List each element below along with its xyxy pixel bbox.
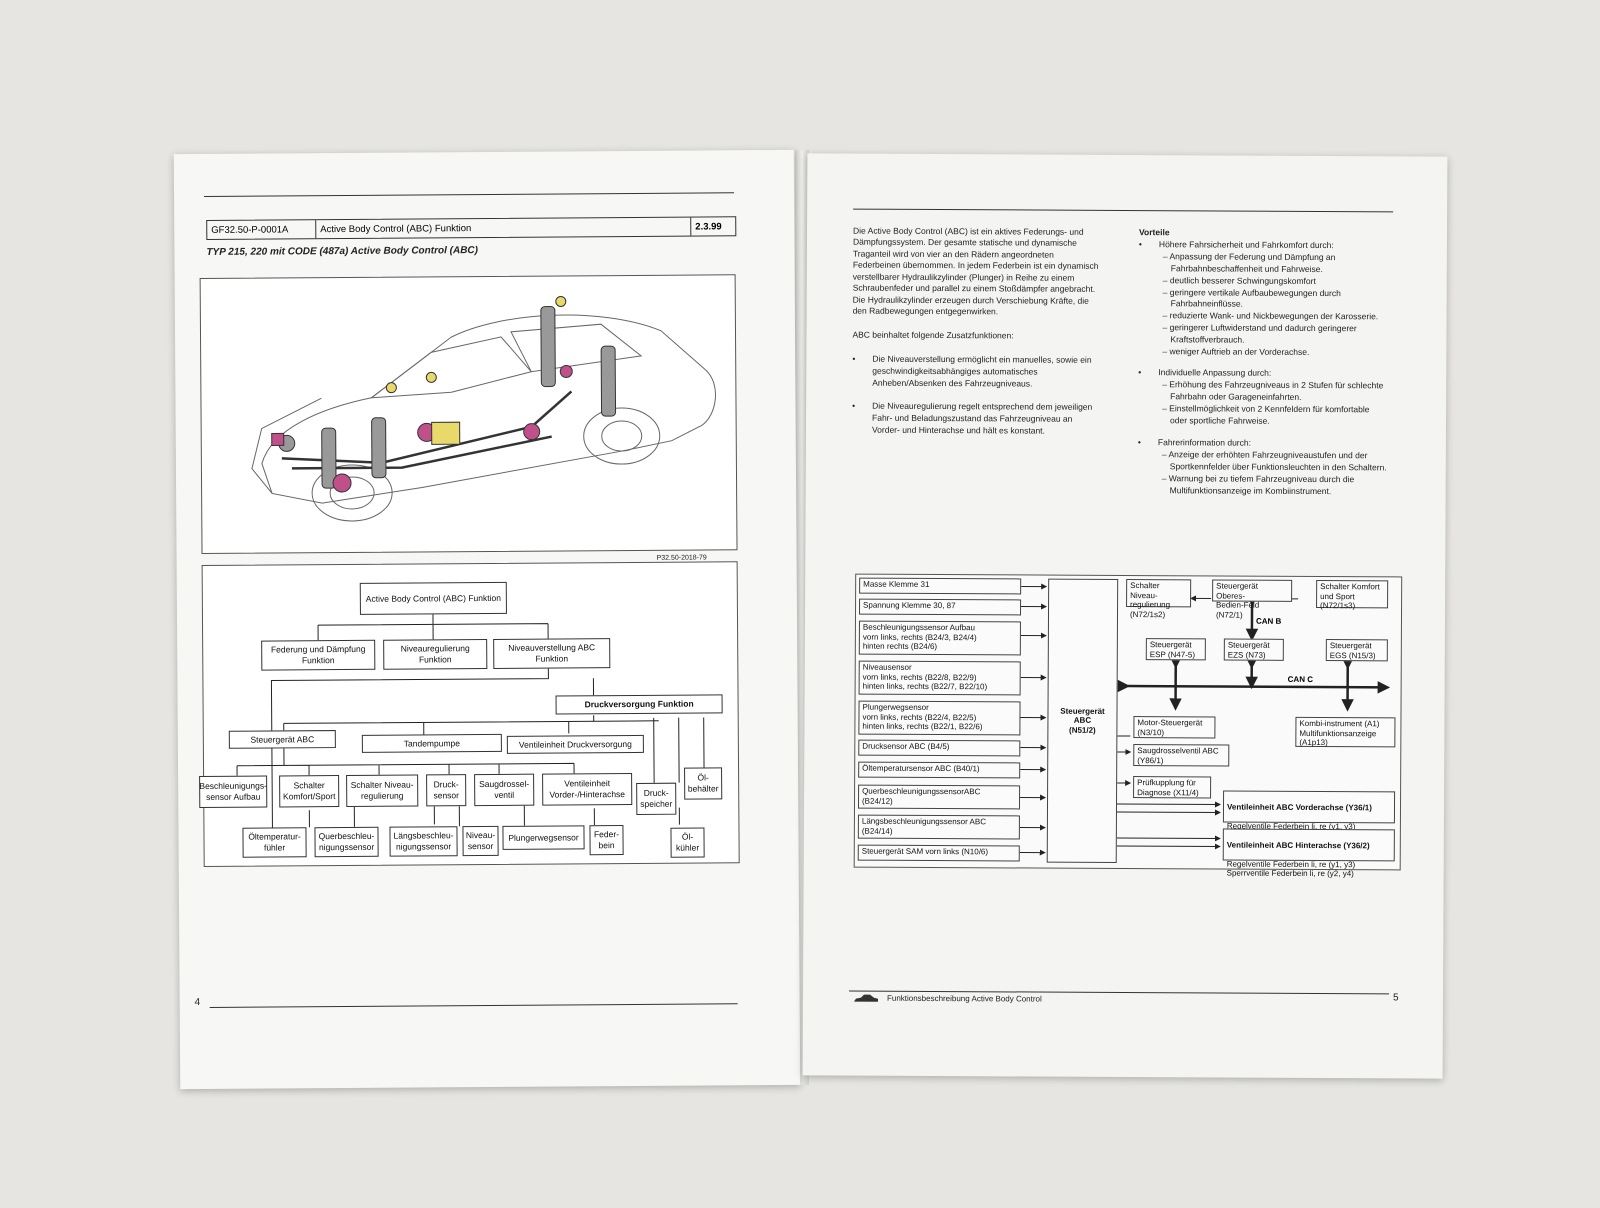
- right-page: Die Active Body Control (ABC) ist ein ak…: [802, 153, 1448, 1079]
- input-masse: Masse Klemme 31: [859, 577, 1022, 595]
- tree-l3-ventileinheit-achse: Ventileinheit Vorder-/Hinterachse: [542, 772, 633, 806]
- zusatz-heading: ABC beinhaltet folgende Zusatzfunktionen…: [852, 329, 1014, 341]
- tree-l1-niveauverstellung: Niveauverstellung ABC Funktion: [493, 638, 611, 669]
- left-page: GF32.50-P-0001A Active Body Control (ABC…: [173, 149, 801, 1090]
- tree-l2-tandempumpe: Tandempumpe: [361, 733, 502, 753]
- kombi-instrument: Kombi-instrument (A1) Multifunktionsanze…: [1295, 716, 1396, 748]
- ventileinheit-vorderachse-title: Ventileinheit ABC Vorderachse (Y36/1): [1226, 802, 1372, 812]
- input-niveausensor: Niveausensor vorn links, rechts (B22/8, …: [858, 660, 1021, 696]
- input-laengsbeschleunigung: Längsbeschleunigungssensor ABC (B24/14): [857, 814, 1020, 840]
- tree-l3-drucksensor: Druck-sensor: [426, 774, 467, 807]
- tree-l4-oelkuehler: Öl-kühler: [670, 827, 705, 858]
- tree-l3-oelbehaelter: Öl-behälter: [684, 767, 723, 800]
- schalter-niveauregulierung: Schalter Niveau- regulierung (N72/1s2): [1126, 579, 1192, 619]
- vorteile-group-3: •Fahrerinformation durch: – Anzeige der …: [1138, 437, 1388, 498]
- vorteile-3-title: Fahrerinformation durch:: [1157, 437, 1252, 448]
- car-illustration: [251, 295, 716, 522]
- tree-l3-saugdrosselventil: Saugdrossel-ventil: [474, 773, 535, 807]
- ventileinheit-hinterachse: Ventileinheit ABC Hinterachse (Y36/2) Re…: [1222, 828, 1395, 879]
- vorteile-1-item: – geringere vertikale Aufbaubewegungen d…: [1162, 286, 1341, 310]
- pruefkupplung: Prüfkupplung für Diagnose (X11/4): [1133, 776, 1212, 799]
- input-querbeschleunigung: QuerbeschleunigungssensorABC (B24/12): [857, 784, 1021, 810]
- tree-l3-druckspeicher: Druck-speicher: [636, 782, 677, 815]
- car-illustration-frame: [199, 274, 738, 554]
- vorteile-3-item: – Anzeige der erhöhten Fahrzeugniveaustu…: [1161, 449, 1387, 473]
- tree-l1-niveauregulierung: Niveauregulierung Funktion: [383, 638, 488, 670]
- top-rule-right: [853, 208, 1394, 213]
- doc-date: 2.3.99: [695, 220, 722, 233]
- vorteile-3-item: – Warnung bei zu tiefem Fahrzeugniveau d…: [1161, 472, 1355, 496]
- tree-l3-schalter-niveau: Schalter Niveau-regulierung: [346, 774, 419, 807]
- tree-root: Active Body Control (ABC) Funktion: [359, 581, 507, 615]
- tree-l3-beschleunigungssensor: Beschleunigungs-sensor Aufbau: [199, 775, 268, 809]
- bottom-rule: [209, 1003, 738, 1008]
- vorteile-2-item: – Erhöhung des Fahrzeugniveaus in 2 Stuf…: [1162, 379, 1384, 402]
- input-oeltemperatursensor: Öltemperatursensor ABC (B40/1): [858, 761, 1021, 779]
- typ-line: TYP 215, 220 mit CODE (487a) Active Body…: [206, 245, 479, 258]
- input-spannung: Spannung Klemme 30, 87: [859, 598, 1022, 616]
- top-rule: [204, 192, 735, 197]
- tree-l1-federung: Federung und Dämpfung Funktion: [261, 639, 376, 671]
- block-diagram-connectors: [1019, 583, 1391, 856]
- zusatz-item-1: • Die Niveauverstellung ermöglicht ein m…: [852, 354, 1102, 391]
- saugdrosselventil: Saugdrosselventil ABC (Y86/1): [1133, 744, 1230, 767]
- input-plungerwegsensor: Plungerwegsensor vorn links, rechts (B22…: [858, 700, 1021, 736]
- document-header: GF32.50-P-0001A Active Body Control (ABC…: [206, 216, 737, 240]
- zusatz-item-1-text: Die Niveauverstellung ermöglicht ein man…: [872, 353, 1092, 389]
- can-c-label: CAN C: [1287, 674, 1314, 684]
- vorteile-2-item: – Einstellmöglichkeit von 2 Kennfeldern …: [1162, 402, 1370, 426]
- doc-title: Active Body Control (ABC) Funktion: [316, 217, 692, 239]
- tree-l2-steuergeraet: Steuergerät ABC: [228, 730, 336, 749]
- tree-l4-plungerwegsensor: Plungerwegsensor: [502, 825, 585, 850]
- tree-l4-federbein: Feder-bein: [589, 825, 624, 856]
- ventileinheit-vorderachse: Ventileinheit ABC Vorderachse (Y36/1) Re…: [1222, 790, 1396, 841]
- schalter-komfort-sport: Schalter Komfort und Sport (N72/1s3): [1316, 580, 1389, 610]
- zusatz-item-2: • Die Niveauregulierung regelt entsprech…: [852, 401, 1102, 438]
- function-tree-frame: Active Body Control (ABC) Funktion Feder…: [199, 561, 740, 867]
- tree-l4-niveausensor: Niveau-sensor: [462, 825, 499, 857]
- vorteile-1-item: – geringerer Luftwiderstand und dadurch …: [1162, 322, 1357, 345]
- vorteile-2-title: Individuelle Anpassung durch:: [1158, 367, 1272, 378]
- block-diagram-frame: Masse Klemme 31 Spannung Klemme 30, 87 B…: [853, 573, 1403, 879]
- steuergeraet-egs: Steuergerät EGS (N15/3): [1325, 639, 1388, 662]
- ventileinheit-hinterachse-title: Ventileinheit ABC Hinterachse (Y36/2): [1226, 840, 1370, 850]
- vorteile-1-title: Höhere Fahrsicherheit und Fahrkomfort du…: [1158, 239, 1334, 251]
- steuergeraet-ezs: Steuergerät EZS (N73): [1223, 638, 1284, 661]
- vorteile-1-item: – Anpassung der Federung und Dämpfung an…: [1162, 251, 1336, 274]
- tree-druckversorgung: Druckversorgung Funktion: [555, 694, 723, 715]
- input-drucksensor: Drucksensor ABC (B4/5): [858, 739, 1021, 757]
- input-steuergeraet-sam: Steuergerät SAM vorn links (N10/6): [857, 844, 1020, 862]
- tree-l4-laengsbeschleunigungssensor: Längsbeschleu-nigungssensor: [389, 826, 458, 857]
- ecu-abc: Steuergerät ABC (N51/2): [1046, 578, 1119, 863]
- input-beschleunigungssensor: Beschleunigungssensor Aufbau vorn links,…: [858, 620, 1021, 656]
- tree-l4-oeltemperaturfuehler: Öltemperatur-fühler: [242, 827, 307, 858]
- vorteile-group-2: •Individuelle Anpassung durch: – Erhöhun…: [1138, 367, 1388, 428]
- steuergeraet-oberes-bedienfeld: Steuergerät Oberes- Bedien-Feld (N72/1): [1212, 579, 1293, 619]
- steuergeraet-esp: Steuergerät ESP (N47-5): [1145, 638, 1206, 661]
- tree-l4-querbeschleunigungssensor: Querbeschleu-nigungssensor: [314, 826, 379, 858]
- page-number-left: 4: [194, 997, 201, 1009]
- ventileinheit-hinterachse-lines: Regelventile Federbein li, re (y1, y3) S…: [1226, 859, 1356, 879]
- vorteile-heading: Vorteile: [1138, 227, 1170, 238]
- zusatz-item-2-text: Die Niveauregulierung regelt entsprechen…: [871, 400, 1093, 436]
- intro-text: Die Active Body Control (ABC) ist ein ak…: [852, 225, 1099, 317]
- page-number-right: 5: [1392, 992, 1399, 1004]
- tree-l3-schalter-komfort: Schalter Komfort/Sport: [279, 775, 340, 808]
- footer-text: Funktionsbeschreibung Active Body Contro…: [886, 993, 1042, 1004]
- can-b-label: CAN B: [1255, 616, 1282, 626]
- motor-steuergeraet: Motor-Steuergerät (N3/10): [1133, 716, 1216, 739]
- vorteile-group-1: •Höhere Fahrsicherheit und Fahrkomfort d…: [1138, 239, 1389, 359]
- vorteile-1-item: – weniger Auftrieb an der Vorderachse.: [1162, 346, 1310, 357]
- doc-code: GF32.50-P-0001A: [207, 220, 317, 239]
- car-silhouette-icon: [853, 994, 878, 1002]
- tree-l2-ventileinheit: Ventileinheit Druckversorgung: [506, 734, 644, 754]
